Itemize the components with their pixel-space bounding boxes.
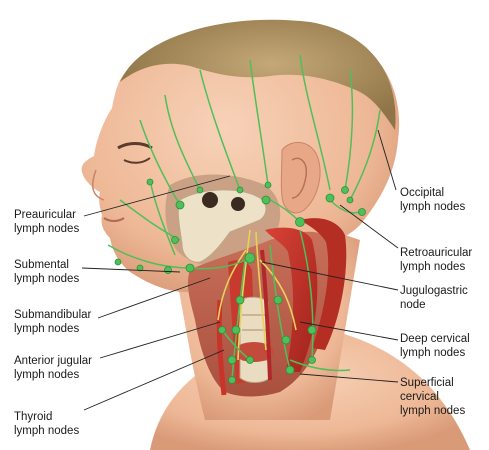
hair-shape xyxy=(120,19,396,130)
label-jugulogastric-node: Jugulogastric node xyxy=(400,285,468,311)
label-preauricular-lymph-nodes: Preauricular lymph nodes xyxy=(14,209,80,235)
ear-shape xyxy=(280,142,321,214)
mandible-bone xyxy=(177,189,267,263)
label-occipital-lymph-nodes: Occipital lymph nodes xyxy=(400,187,466,213)
label-deep-cervical-lymph-nodes: Deep cervical lymph nodes xyxy=(400,333,470,359)
lymph-vessel-network xyxy=(107,54,381,381)
label-superficial-cervical-lymph-nodes: Superficial cervical lymph nodes xyxy=(400,377,466,417)
leader-lines xyxy=(81,129,399,411)
muscle-scm xyxy=(265,227,318,372)
muscle-posterior xyxy=(300,218,347,350)
label-anterior-jugular-lymph-nodes: Anterior jugular lymph nodes xyxy=(14,355,92,381)
label-submental-lymph-nodes: Submental lymph nodes xyxy=(14,259,80,285)
label-submandibular-lymph-nodes: Submandibular lymph nodes xyxy=(14,309,92,335)
thyroid-gland xyxy=(234,342,274,362)
label-retroauricular-lymph-nodes: Retroauricular lymph nodes xyxy=(400,247,473,273)
label-thyroid-lymph-nodes: Thyroid lymph nodes xyxy=(14,411,80,437)
lymph-nodes xyxy=(114,178,366,384)
